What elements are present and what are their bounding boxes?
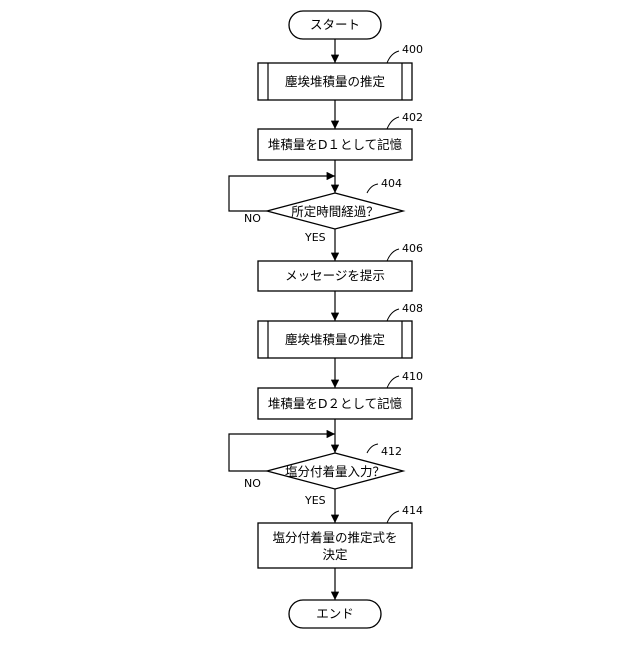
step-412-ref: 412 xyxy=(381,445,402,458)
step-410-ref-leader xyxy=(387,376,399,388)
step-400-ref-leader xyxy=(387,51,399,63)
step-412-yes-label: YES xyxy=(304,494,326,507)
step-404-label: 所定時間経過？ xyxy=(291,204,379,219)
step-400-label: 塵埃堆積量の推定 xyxy=(285,74,385,89)
step-410-label: 堆積量をD２として記憶 xyxy=(268,396,403,411)
step-408-ref-leader xyxy=(387,309,399,321)
step-414-process: 塩分付着量の推定式を 決定 xyxy=(258,523,412,568)
step-406-label: メッセージを提示 xyxy=(285,268,385,283)
step-408-ref: 408 xyxy=(402,302,423,315)
step-406-ref-leader xyxy=(387,249,399,261)
end-label: エンド xyxy=(316,606,354,621)
step-412-no-label: NO xyxy=(244,477,261,490)
step-404-yes-label: YES xyxy=(304,231,326,244)
step-400-predefined-process: 塵埃堆積量の推定 xyxy=(258,63,412,100)
step-414-ref: 414 xyxy=(402,504,423,517)
step-402-ref-leader xyxy=(387,117,399,129)
step-404-no-label: NO xyxy=(244,212,261,225)
step-408-label: 塵埃堆積量の推定 xyxy=(285,332,385,347)
step-404-decision: 所定時間経過？ xyxy=(267,193,403,229)
step-412-decision: 塩分付着量入力？ xyxy=(267,453,403,489)
step-414-ref-leader xyxy=(387,511,399,523)
step-406-ref: 406 xyxy=(402,242,423,255)
step-412-ref-leader xyxy=(367,444,378,453)
step-414-label-line1: 塩分付着量の推定式を xyxy=(272,530,397,545)
end-terminal: エンド xyxy=(289,600,381,628)
step-400-ref: 400 xyxy=(402,43,423,56)
step-402-ref: 402 xyxy=(402,111,423,124)
step-414-label-line2: 決定 xyxy=(322,547,347,562)
step-402-label: 堆積量をD１として記憶 xyxy=(268,137,403,152)
step-404-ref-leader xyxy=(367,184,378,193)
step-406-process: メッセージを提示 xyxy=(258,261,412,291)
step-408-predefined-process: 塵埃堆積量の推定 xyxy=(258,321,412,358)
step-410-process: 堆積量をD２として記憶 xyxy=(258,388,412,419)
step-412-label: 塩分付着量入力？ xyxy=(285,464,385,479)
start-label: スタート xyxy=(310,17,360,32)
step-410-ref: 410 xyxy=(402,370,423,383)
start-terminal: スタート xyxy=(289,11,381,39)
step-404-ref: 404 xyxy=(381,177,402,190)
step-402-process: 堆積量をD１として記憶 xyxy=(258,129,412,160)
